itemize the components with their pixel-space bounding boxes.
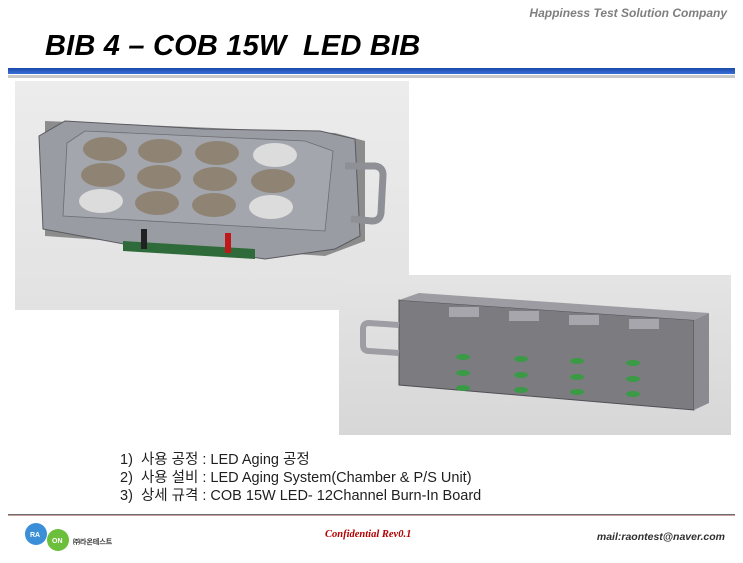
board-bottom-view-image	[339, 275, 731, 435]
page-title: BIB 4 – COB 15W LED BIB	[45, 30, 421, 62]
contact-email: mail:raontest@naver.com	[596, 531, 725, 543]
title-rule	[8, 68, 735, 74]
spec-list: 1) 사용 공정 : LED Aging 공정 2) 사용 설비 : LED A…	[120, 451, 481, 505]
logo-text: ㈜라온테스트	[73, 539, 113, 546]
spec-item-equipment: 2) 사용 설비 : LED Aging System(Chamber & P/…	[120, 470, 472, 486]
title-rule-shadow	[8, 75, 735, 78]
footer-rule-accent	[8, 515, 735, 516]
spec-item-process: 1) 사용 공정 : LED Aging 공정	[120, 452, 310, 468]
spec-item-detail: 3) 상세 규격 : COB 15W LED- 12Channel Burn-I…	[120, 488, 482, 504]
company-logo: RA ON	[22, 520, 122, 554]
confidential-label: Confidential Rev0.1	[325, 529, 412, 540]
company-name: Happiness Test Solution Company	[529, 6, 727, 20]
board-top-view-image	[15, 81, 409, 310]
svg-text:ON: ON	[52, 538, 63, 545]
footer-rule	[8, 514, 735, 515]
svg-text:RA: RA	[30, 532, 40, 539]
